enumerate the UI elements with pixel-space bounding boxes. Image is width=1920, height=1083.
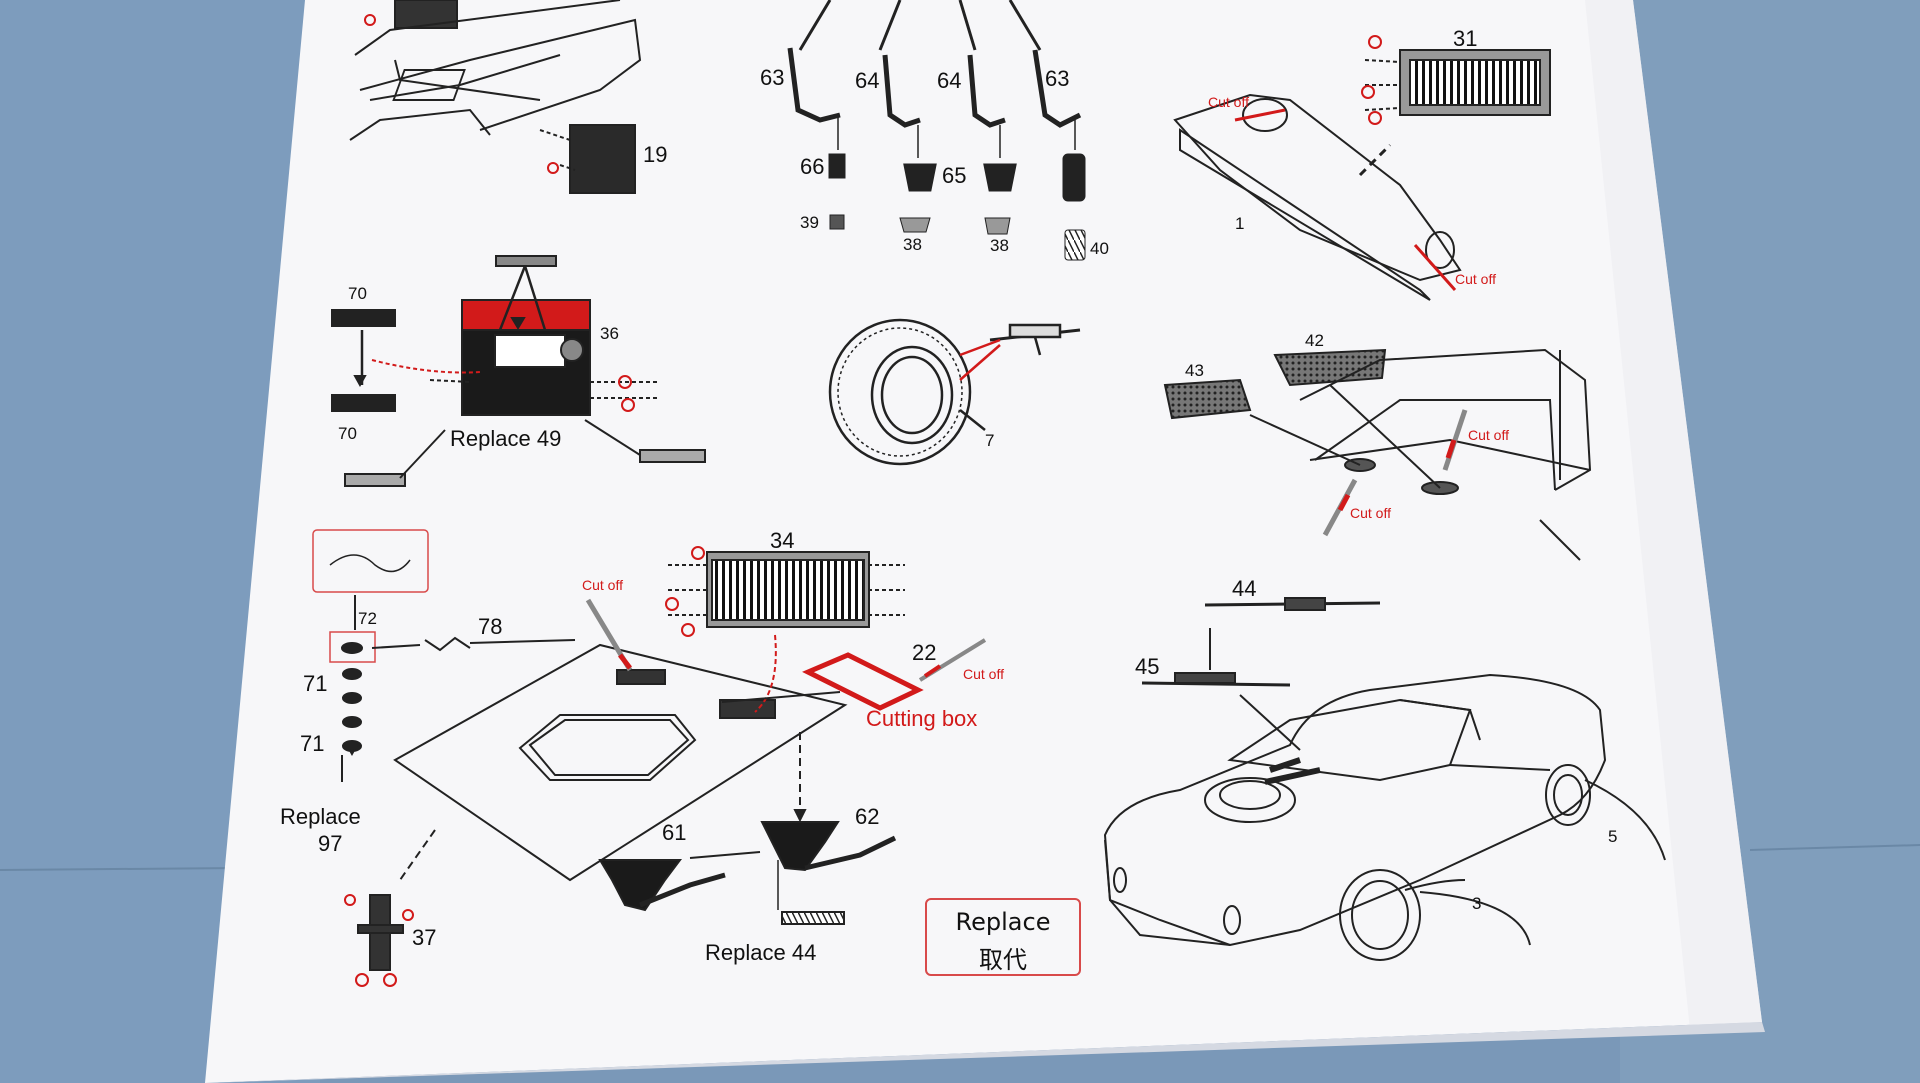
dashboard-diagram — [1173, 35, 1551, 301]
part-number-66: 66 — [800, 154, 825, 179]
part-number-40: 40 — [1090, 239, 1109, 258]
cutting-box-label: Cutting box — [866, 706, 978, 731]
replace-legend-chinese: 取代 — [979, 946, 1027, 974]
part-number-43: 43 — [1185, 361, 1204, 380]
part-number-22: 22 — [912, 640, 937, 665]
hood-assembly-diagram — [312, 529, 987, 987]
floor-pan-diagram — [349, 0, 642, 194]
part-number-45: 45 — [1135, 654, 1160, 679]
replace-97-label-line1: Replace — [280, 804, 361, 829]
part-number-39: 39 — [800, 213, 819, 232]
cut-off-label-cowl-right: Cut off — [1468, 427, 1509, 443]
part-number-37: 37 — [412, 925, 437, 950]
part-number-63-right: 63 — [1045, 66, 1070, 91]
cut-off-label-hood: Cut off — [582, 577, 623, 593]
part-number-34: 34 — [770, 528, 795, 553]
part-number-38-right: 38 — [990, 236, 1009, 255]
part-number-71-bottom: 71 — [300, 731, 325, 756]
part-number-64-right: 64 — [937, 68, 962, 93]
part-number-61: 61 — [662, 820, 687, 845]
part-number-31: 31 — [1453, 26, 1478, 51]
part-number-63-left: 63 — [760, 65, 785, 90]
part-number-5: 5 — [1608, 827, 1618, 846]
cut-off-label-cowl-left: Cut off — [1350, 505, 1391, 521]
seat-bracket-diagram — [331, 255, 706, 487]
part-number-36: 36 — [600, 324, 619, 343]
replace-44-label: Replace 44 — [705, 940, 817, 965]
part-number-62: 62 — [855, 804, 880, 829]
part-number-42: 42 — [1305, 331, 1324, 350]
part-number-19: 19 — [643, 142, 668, 167]
cut-off-label-22: Cut off — [963, 666, 1004, 682]
tire-diagram — [828, 318, 1081, 466]
part-number-70-top: 70 — [348, 284, 367, 303]
cut-off-label-dashboard-bottom: Cut off — [1455, 271, 1496, 287]
replace-legend-english: Replace — [955, 908, 1051, 936]
part-number-38-left: 38 — [903, 235, 922, 254]
replace-legend-box: Replace 取代 — [925, 898, 1081, 976]
part-number-64-left: 64 — [855, 68, 880, 93]
cowl-vent-diagram — [1163, 348, 1592, 561]
replace-97-label-line2: 97 — [318, 831, 343, 856]
part-number-7: 7 — [985, 431, 995, 450]
assembly-arrows — [345, 317, 807, 823]
part-number-44: 44 — [1232, 576, 1257, 601]
part-number-3: 3 — [1472, 894, 1482, 913]
part-number-70-bottom: 70 — [338, 424, 357, 443]
part-number-1: 1 — [1235, 214, 1245, 233]
part-number-65: 65 — [942, 163, 967, 188]
part-number-78: 78 — [478, 614, 503, 639]
car-diagram — [1103, 597, 1666, 961]
part-number-72: 72 — [358, 609, 377, 628]
paper-sheet — [205, 0, 1765, 1083]
pedal-assembly-diagram — [787, 0, 1086, 261]
part-number-71-top: 71 — [303, 671, 328, 696]
replace-49-label: Replace 49 — [450, 426, 562, 451]
cut-off-label-dashboard-top: Cut off — [1208, 94, 1249, 110]
